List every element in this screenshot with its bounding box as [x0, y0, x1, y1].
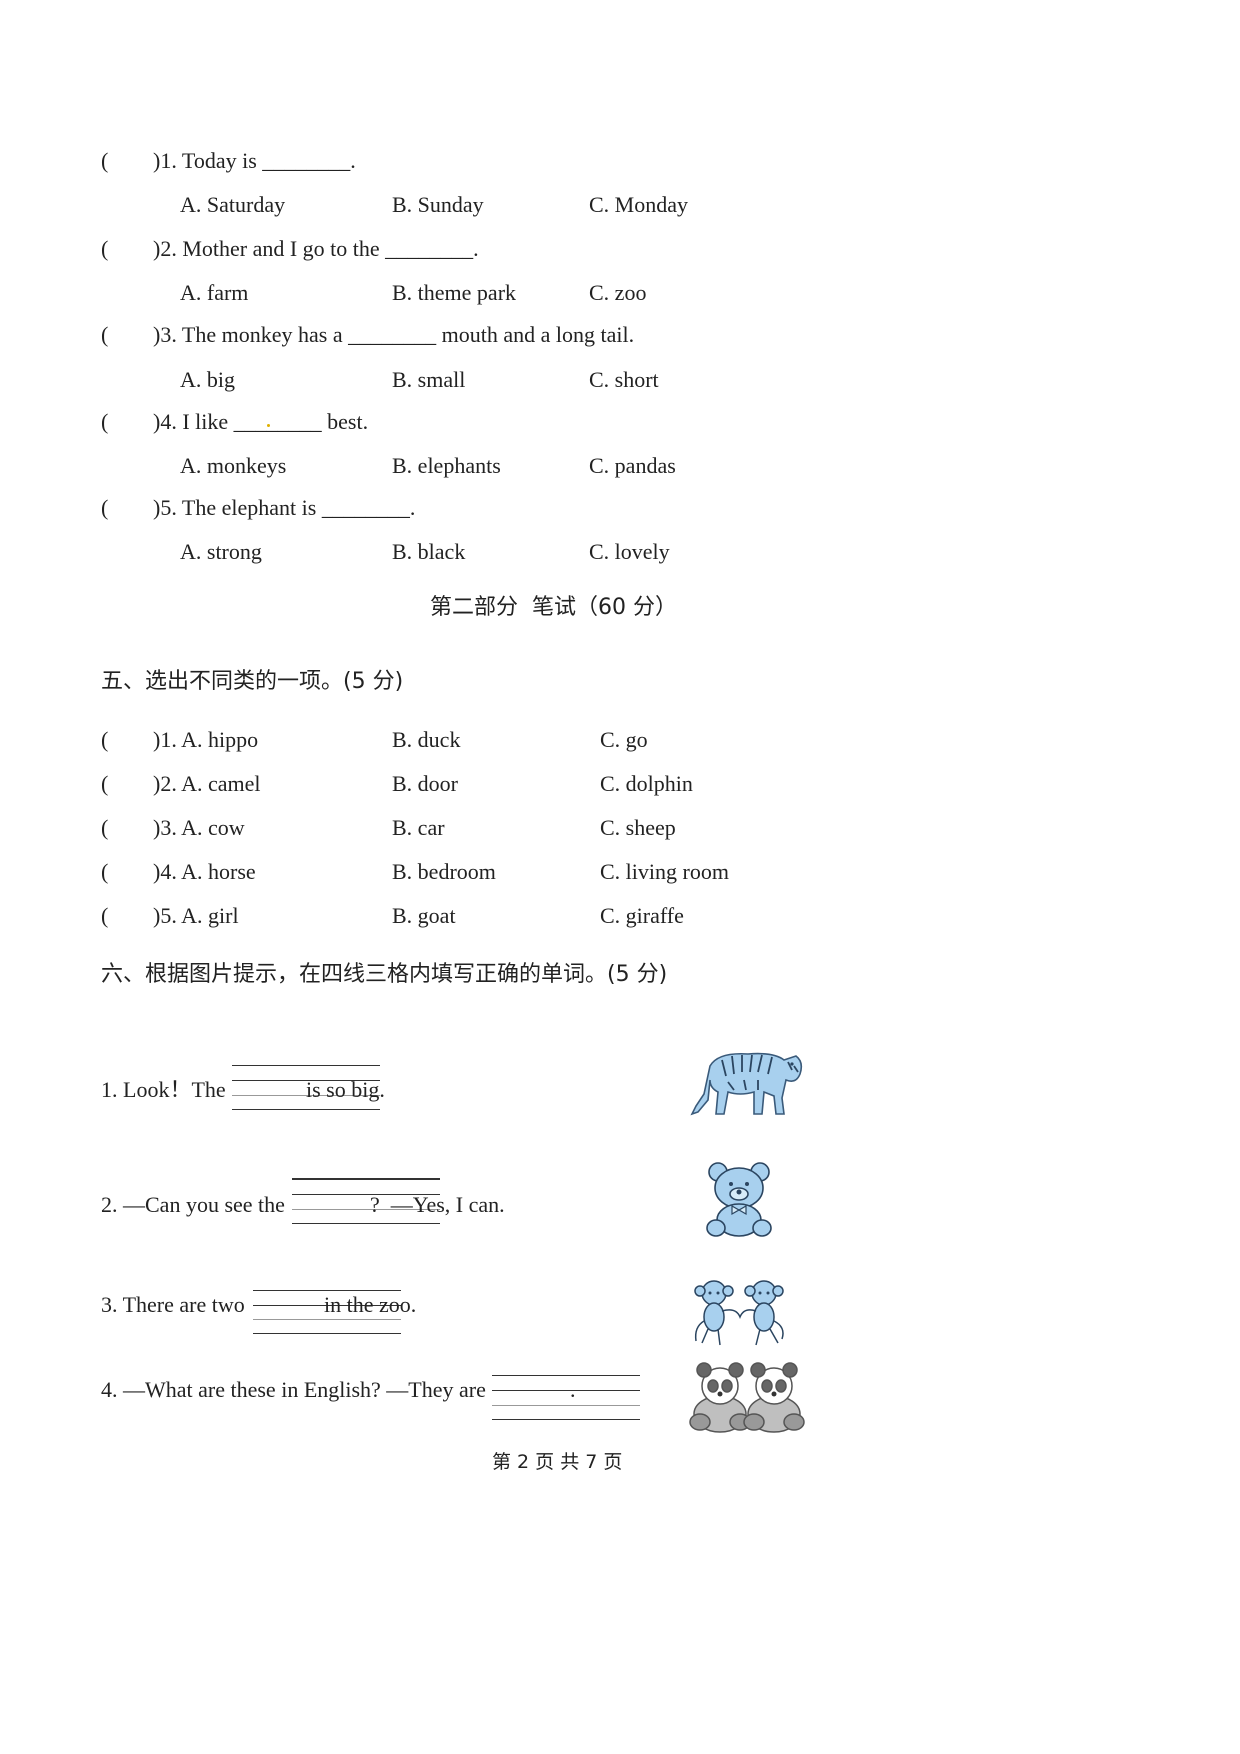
paren-open: ( [101, 815, 109, 840]
paren-open: ( [101, 495, 109, 520]
sentence-start: 1. Look！The [101, 1077, 226, 1102]
sentence-end: ? —Yes, I can. [370, 1192, 505, 1217]
part2-title: 第二部分 笔试（60 分） [430, 595, 677, 620]
option-b: B. bedroom [392, 859, 496, 884]
option-b: B. goat [392, 903, 456, 928]
option-a: A. Saturday [180, 192, 286, 217]
option-b: B. duck [392, 727, 461, 752]
paren-open: ( [101, 727, 109, 752]
option-c: C. Monday [589, 192, 688, 217]
option-c: C. giraffe [600, 903, 684, 928]
option-c: C. sheep [600, 815, 676, 840]
paren-open: ( [101, 409, 109, 434]
sentence-end: . [570, 1377, 576, 1402]
section-5-title: 五、选出不同类的一项。(5 分) [101, 669, 404, 694]
monkeys-picture [694, 1280, 784, 1346]
question-text: )1. Today is ________. [153, 148, 356, 173]
tiger-picture [690, 1052, 803, 1116]
sentence-end: in the zoo. [324, 1292, 417, 1317]
option-c: C. dolphin [600, 771, 693, 796]
teddy-bear-picture [706, 1162, 772, 1237]
option-c: C. pandas [589, 453, 676, 478]
option-b: B. theme park [392, 280, 517, 305]
page-footer: 第 2 页 共 7 页 [492, 1451, 623, 1473]
question-text: )4. I like ________ best. [153, 409, 369, 434]
section-6-title: 六、根据图片提示，在四线三格内填写正确的单词。(5 分) [101, 962, 668, 987]
option-a: )5. A. girl [153, 903, 239, 928]
option-b: B. car [392, 815, 445, 840]
sentence-start: 2. —Can you see the [101, 1192, 285, 1217]
option-b: B. Sunday [392, 192, 484, 217]
question-text: )3. The monkey has a ________ mouth and … [153, 322, 635, 347]
option-a: A. farm [180, 280, 249, 305]
paren-open: ( [101, 236, 109, 261]
option-a: A. strong [180, 539, 262, 564]
option-b: B. black [392, 539, 466, 564]
option-a: A. big [180, 367, 235, 392]
paren-open: ( [101, 322, 109, 347]
sentence-end: is so big. [306, 1077, 385, 1102]
paren-open: ( [101, 859, 109, 884]
option-c: C. living room [600, 859, 729, 884]
option-b: B. small [392, 367, 466, 392]
option-a: )2. A. camel [153, 771, 261, 796]
sentence-start: 4. —What are these in English? —They are [101, 1377, 486, 1402]
pandas-picture [689, 1362, 805, 1433]
option-b: B. door [392, 771, 458, 796]
question-text: )2. Mother and I go to the ________. [153, 236, 479, 261]
option-a: )3. A. cow [153, 815, 245, 840]
option-b: B. elephants [392, 453, 501, 478]
option-a: )4. A. horse [153, 859, 256, 884]
option-c: C. go [600, 727, 648, 752]
option-a: A. monkeys [180, 453, 287, 478]
option-a: )1. A. hippo [153, 727, 259, 752]
option-c: C. zoo [589, 280, 647, 305]
option-c: C. lovely [589, 539, 670, 564]
paren-open: ( [101, 903, 109, 928]
paren-open: ( [101, 771, 109, 796]
option-c: C. short [589, 367, 659, 392]
question-text: )5. The elephant is ________. [153, 495, 416, 520]
sentence-start: 3. There are two [101, 1292, 245, 1317]
paren-open: ( [101, 148, 109, 173]
stray-mark [267, 424, 270, 427]
